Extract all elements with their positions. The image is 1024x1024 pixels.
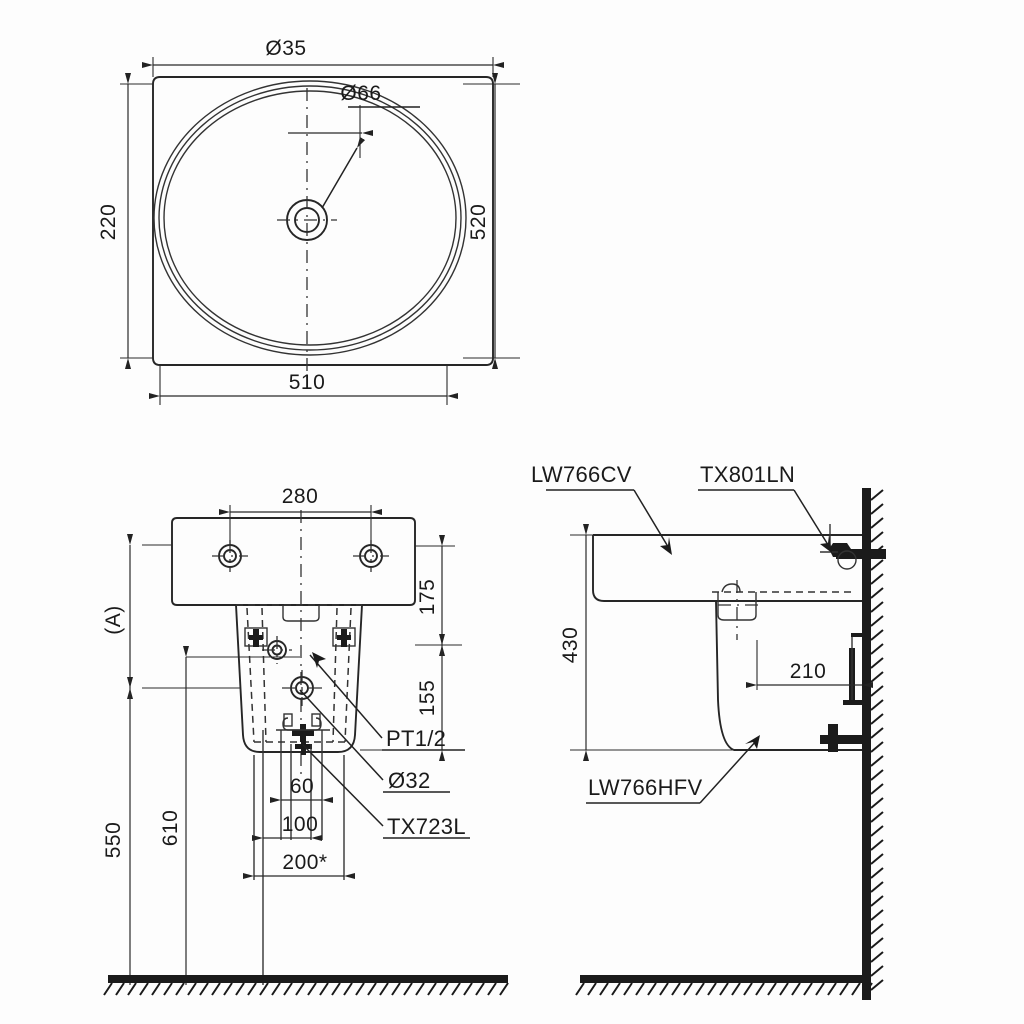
dim-label-dia66: Ø66	[340, 82, 381, 105]
front-view-shroud-hidden-inner-right2	[332, 607, 338, 743]
callout-dia32-leader	[299, 689, 384, 781]
dim-label-210: 210	[790, 660, 827, 683]
dim-label-430: 430	[559, 627, 582, 664]
front-view-shroud-hidden-inner-right	[344, 607, 352, 743]
top-view-bowl-inner-ellipse	[163, 90, 457, 346]
callout-label-pt12: PT1/2	[386, 726, 446, 751]
dim-label-60: 60	[290, 775, 314, 798]
dim-label-280: 280	[282, 485, 319, 508]
callout-lw766hfv-arrow	[745, 735, 760, 749]
dim-label-dia35: Ø35	[265, 37, 306, 60]
front-view-group: 280 175 155 (A) 550 610 60	[102, 485, 509, 996]
callout-label-tx723l: TX723L	[387, 814, 466, 839]
dim-label-550: 550	[102, 822, 125, 859]
front-view-underside-notch	[282, 605, 320, 622]
top-view-group: Ø35 Ø66 220 520 510	[97, 37, 520, 405]
callout-lw766hfv-leader	[699, 739, 758, 804]
front-view-bracket-left	[244, 627, 268, 647]
dim-label-610: 610	[159, 810, 182, 847]
callout-pt12-leader	[309, 654, 383, 739]
front-view-shroud-outline	[234, 604, 364, 753]
callout-tx801ln-leader	[793, 489, 831, 549]
callout-label-dia32: Ø32	[388, 768, 430, 793]
side-view-notch-tab	[721, 583, 741, 593]
side-view-group: 430 210 LW766CV TX801LN LW766HFV	[531, 462, 886, 1000]
front-view-shroud-hidden-inner-left	[246, 607, 255, 743]
side-view-floor-slab	[580, 975, 870, 983]
front-view-floor-slab	[108, 975, 508, 983]
front-view-basin-body	[171, 517, 416, 606]
top-view-bowl-outer-ellipse	[153, 80, 467, 356]
callout-pt12-arrow	[312, 652, 326, 668]
callout-tx723l-leader	[302, 744, 384, 827]
side-view-floor-hatching	[575, 982, 873, 996]
front-view-bracket-right	[332, 627, 356, 647]
dim-label-520: 520	[467, 204, 490, 241]
side-view-wall-bracket-fitting	[820, 524, 886, 570]
dim-label-A: (A)	[102, 605, 125, 635]
dim-label-510: 510	[289, 371, 326, 394]
top-view-basin-outline	[152, 76, 494, 366]
callout-tx801ln-arrow	[820, 535, 832, 553]
front-view-floor-hatching	[103, 982, 509, 996]
dim-label-100: 100	[282, 813, 319, 836]
dia66-leader-arrow	[321, 136, 366, 209]
side-view-lower-fittings	[820, 633, 868, 752]
callout-lw766cv-leader	[633, 489, 671, 551]
callout-lw766cv-arrow	[660, 537, 672, 555]
dim-label-200: 200*	[282, 851, 327, 874]
front-view-trap-assembly	[276, 713, 330, 755]
dim-label-155: 155	[416, 680, 439, 717]
callout-label-lw766cv: LW766CV	[531, 462, 632, 487]
callout-label-lw766hfv: LW766HFV	[588, 775, 702, 800]
dim-label-220: 220	[97, 204, 120, 241]
dim-label-175: 175	[416, 579, 439, 616]
front-view-shroud-hidden-inner-left2	[261, 607, 267, 743]
callout-label-tx801ln: TX801LN	[700, 462, 795, 487]
side-view-wall-hatching	[870, 489, 884, 991]
top-view-bowl-mid-ellipse	[158, 85, 462, 351]
